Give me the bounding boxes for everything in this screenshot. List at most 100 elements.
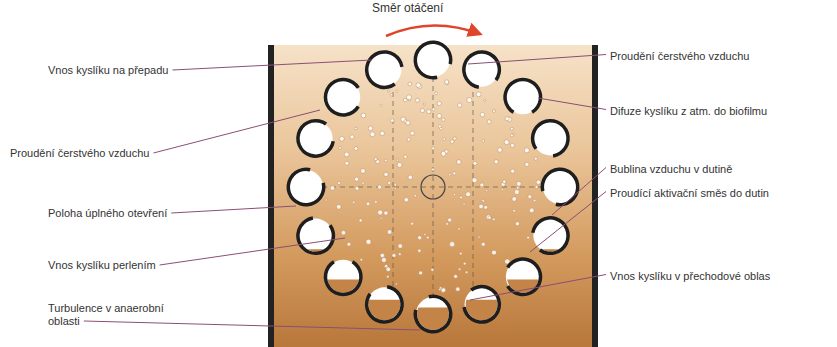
air-bubble — [482, 140, 485, 143]
air-bubble — [339, 146, 342, 149]
air-bubble — [423, 103, 425, 105]
hollow-cell — [531, 119, 570, 158]
leader-lines — [84, 55, 606, 331]
air-bubble — [418, 236, 422, 240]
rotation-arrow — [386, 25, 480, 36]
air-bubble — [480, 183, 484, 187]
air-bubble — [426, 236, 429, 239]
hollow-cell — [324, 260, 363, 297]
wheel — [286, 40, 579, 333]
air-bubble — [486, 189, 488, 191]
air-bubble — [407, 138, 410, 141]
callout-label: Proudící aktivační směs do dutin — [610, 187, 769, 200]
air-bubble — [432, 168, 435, 171]
air-bubble — [482, 199, 485, 202]
air-bubble — [376, 160, 380, 164]
air-bubble — [341, 230, 346, 235]
air-bubble — [398, 253, 401, 256]
air-bubble — [360, 259, 362, 261]
air-bubble — [488, 216, 491, 219]
air-bubble — [424, 233, 426, 235]
hub — [421, 175, 445, 199]
air-bubble — [498, 148, 503, 153]
air-bubble — [505, 117, 509, 121]
air-bubble — [427, 109, 431, 113]
hollow-cell — [503, 78, 542, 115]
air-bubble — [513, 209, 516, 212]
air-bubble — [445, 80, 449, 84]
air-bubble — [384, 159, 387, 162]
air-bubble — [442, 118, 445, 121]
air-bubble — [350, 135, 354, 139]
air-bubble — [347, 242, 351, 246]
air-bubble — [441, 288, 445, 292]
air-bubble — [431, 268, 434, 271]
hollow-cell — [365, 285, 404, 324]
air-bubble — [352, 201, 354, 203]
air-bubble — [439, 288, 441, 290]
air-bubble — [457, 160, 462, 165]
hollow-cell — [296, 119, 335, 158]
air-bubble — [437, 114, 442, 119]
air-bubble — [479, 204, 484, 209]
air-bubble — [361, 169, 366, 174]
air-bubble — [408, 175, 412, 179]
air-bubble — [527, 236, 530, 239]
callout-label: Bublina vzduchu v dutině — [610, 163, 732, 176]
air-bubble — [503, 180, 507, 184]
air-bubble — [456, 287, 460, 291]
leader-line — [171, 206, 296, 213]
air-bubble — [529, 208, 534, 213]
leader-line — [538, 98, 606, 110]
hollow-cell — [365, 50, 404, 89]
air-bubble — [380, 253, 384, 257]
air-bubble — [390, 119, 394, 123]
air-bubble — [437, 101, 441, 105]
cell-wall — [365, 285, 404, 324]
air-bubble — [467, 98, 472, 103]
air-bubble — [374, 201, 377, 204]
air-bubble — [453, 137, 456, 140]
air-bubble — [394, 187, 396, 189]
air-bubble — [494, 160, 498, 164]
callout-label: Difuze kyslíku z atm. do biofilmu — [610, 105, 767, 118]
air-bubble — [362, 182, 365, 185]
air-bubble — [486, 215, 491, 220]
air-bubble — [534, 157, 537, 160]
air-bubble — [510, 143, 514, 147]
air-bubble — [480, 112, 485, 117]
air-bubble — [366, 202, 370, 206]
air-bubble — [504, 140, 509, 145]
cell-wall — [506, 257, 542, 296]
air-bubble — [345, 161, 349, 165]
air-bubble — [355, 177, 359, 181]
air-bubble — [524, 148, 529, 153]
air-bubble — [411, 222, 414, 225]
cell-wall — [462, 50, 501, 89]
leader-line — [160, 238, 345, 265]
callout-label: Vnos kyslíku v přechodové oblas — [610, 270, 770, 283]
air-bubble — [478, 236, 480, 238]
hollow-cell — [413, 40, 452, 79]
air-bubble — [344, 152, 349, 157]
air-bubble — [458, 103, 462, 107]
air-bubble — [516, 181, 521, 186]
air-bubble — [473, 161, 477, 165]
air-bubble — [387, 275, 390, 278]
air-bubble — [420, 108, 424, 112]
air-bubble — [355, 187, 359, 191]
air-bubble — [380, 104, 382, 106]
air-bubble — [454, 275, 458, 279]
air-bubble — [416, 83, 421, 88]
air-bubble — [453, 194, 455, 196]
air-bubble — [404, 198, 408, 202]
air-bubble — [384, 264, 387, 267]
air-bubble — [512, 197, 517, 202]
air-bubble — [450, 242, 455, 247]
cell-wall — [503, 78, 542, 114]
callout-label: Proudění čerstvého vzduchu — [610, 50, 749, 63]
air-bubble — [398, 244, 403, 249]
cell-wall — [286, 168, 325, 207]
hollow-cell — [506, 257, 543, 296]
air-bubble — [463, 262, 466, 265]
